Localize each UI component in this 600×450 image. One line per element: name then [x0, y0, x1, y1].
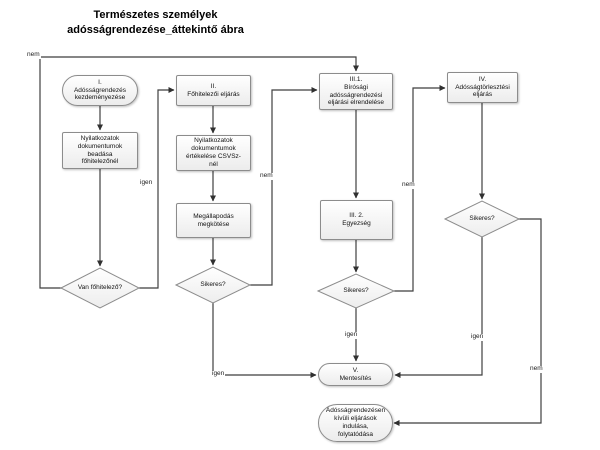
- edge-label-nem-col2: nem: [259, 172, 274, 180]
- edge-success3-nem-to-proc4: [394, 85, 446, 292]
- node-proc4: IV. Adósságtörlesztési eljárás: [447, 72, 518, 103]
- edge-has-creditor-igen-to-proc2: [139, 87, 175, 289]
- edge-success2-igen-to-exemption: [212, 303, 317, 378]
- edge-label-nem-col3: nem: [401, 181, 416, 189]
- node-docs-eval: Nyilatkozatok dokumentumok értékelése CS…: [176, 135, 251, 171]
- node-proc2: II. Főhitelezői eljárás: [176, 75, 251, 106]
- decision-success3: [316, 273, 396, 309]
- node-proc32: III. 2. Egyezség: [320, 200, 393, 240]
- node-agreement: Megállapodás megkötése: [176, 203, 251, 238]
- edge-label-igen-col2: igen: [211, 370, 226, 378]
- diagram-title: Természetes személyek adósságrendezése_á…: [67, 9, 244, 36]
- edge-success4-igen-to-exemption: [394, 237, 483, 378]
- decision-has-creditor: [59, 267, 141, 309]
- edge-success2-nem-to-proc31: [250, 87, 318, 286]
- edge-label-nem-top: nem: [26, 51, 41, 59]
- node-exemption: V. Mentesítés: [318, 363, 393, 386]
- decision-success2-label: Sikeres?: [200, 281, 226, 288]
- edge-success4-nem-to-outside: [393, 218, 542, 426]
- node-docs-submit: Nyilatkozatok dokumentumok beadása főhit…: [62, 132, 138, 169]
- decision-success2: [174, 266, 252, 304]
- node-proc31: III.1. Bírósági adósságrendezési eljárás…: [319, 73, 393, 110]
- edge-label-nem-col4: nem: [529, 365, 544, 373]
- decision-success4-label: Sikeres?: [469, 215, 495, 222]
- decision-has-creditor-label: Van főhitelező?: [77, 284, 123, 291]
- decision-success4: [443, 200, 521, 238]
- node-start: I. Adósságrendezés kezdeményezése: [62, 75, 138, 106]
- decision-success3-label: Sikeres?: [343, 287, 369, 294]
- edge-label-igen-col3: igen: [344, 331, 359, 339]
- edge-label-igen-col1: igen: [139, 179, 154, 187]
- edge-label-igen-col4: igen: [470, 333, 485, 341]
- node-outside: Adósságrendezésen kívüli eljárások indul…: [318, 404, 393, 442]
